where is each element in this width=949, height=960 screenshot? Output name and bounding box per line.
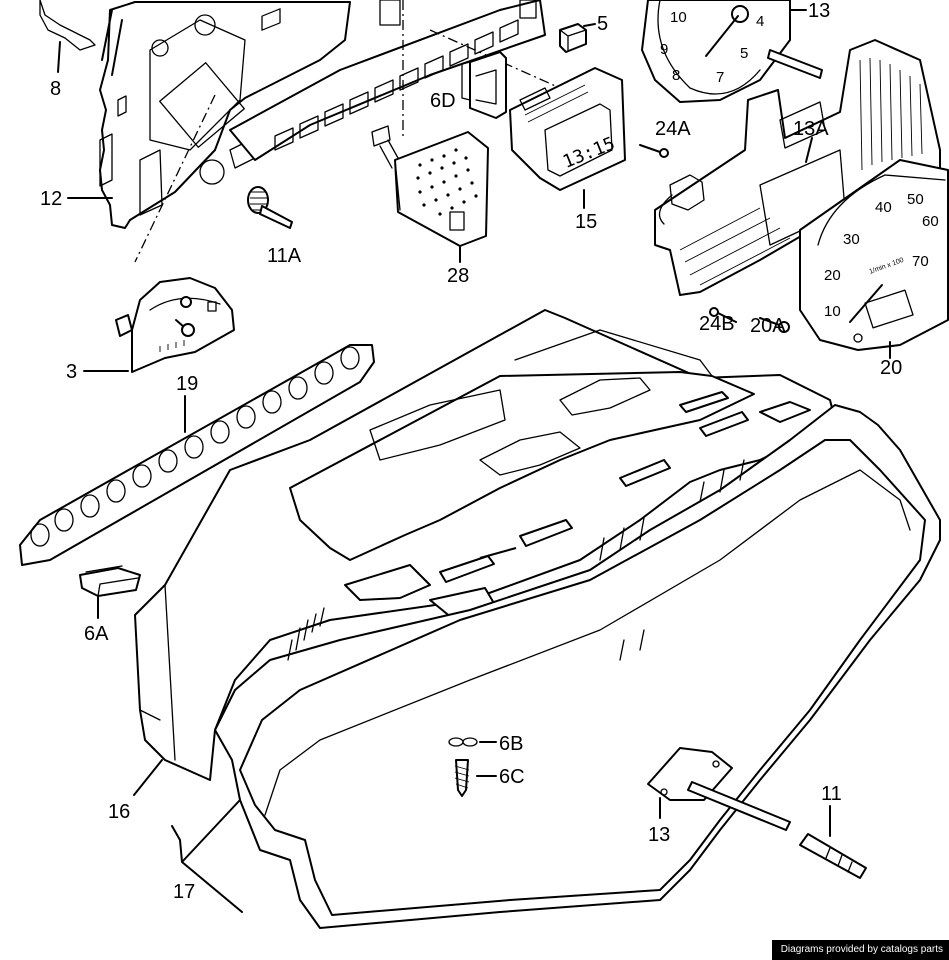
screw-24b: [709, 307, 737, 323]
leader-line: [171, 799, 243, 913]
tachometer-20: 40 50 60 30 20 10 70 1/min x 100: [799, 159, 949, 351]
label-24b: 24B: [699, 313, 735, 335]
label-20a: 20A: [750, 315, 786, 337]
leader-line: [57, 41, 61, 73]
warning-light-lens-19: [19, 344, 375, 566]
diagram-credit: Diagrams provided by catalogs parts: [771, 940, 949, 960]
label-8: 8: [50, 78, 61, 100]
tachometer-tick: 20: [824, 267, 841, 284]
gauge-15: 10 9 8 7 5 4: [641, 0, 823, 103]
printed-circuit-28: [371, 125, 489, 247]
gauge-15-tick: 4: [756, 13, 764, 30]
gauge-15-tick: 9: [660, 41, 668, 58]
clip-6a: [79, 565, 141, 597]
label-12: 12: [40, 188, 62, 210]
label-18: 17: [173, 881, 195, 903]
cluster-housing-17: [134, 309, 941, 929]
label-6d: 6D: [430, 90, 456, 112]
bracket-6d: [461, 51, 507, 119]
screw-20a: [759, 317, 790, 333]
label-16: 15: [575, 211, 597, 233]
leader-line: [583, 23, 596, 27]
label-6c: 6C: [499, 766, 525, 788]
assembly-reference-line: [134, 94, 216, 263]
label-19: 19: [176, 373, 198, 395]
label-17: 16: [108, 801, 130, 823]
screw-6c: [454, 759, 470, 797]
clock-16: 13:15: [509, 67, 626, 191]
label-6b: 6B: [499, 733, 523, 755]
fuel-gauge-3: [115, 277, 235, 373]
label-11a: 11A: [267, 245, 302, 267]
label-5: 5: [597, 13, 608, 35]
leader-line: [133, 759, 163, 796]
label-24a: 24A: [655, 118, 691, 140]
spring-nut-6b: [448, 737, 478, 747]
trip-reset-knob-11a: [247, 186, 293, 229]
label-3: 3: [66, 361, 77, 383]
connector-5: [559, 23, 587, 53]
label-6a: 6A: [84, 623, 109, 645]
tachometer-tick: 60: [922, 213, 939, 230]
label-11: 11: [821, 783, 842, 805]
cluster-rear-housing: [39, 0, 546, 229]
label-28: 28: [447, 265, 469, 287]
tachometer-tick: 50: [907, 191, 924, 208]
knob-cap-11: [799, 833, 867, 879]
screw-24a: [639, 144, 669, 158]
gauge-15-tick: 8: [672, 67, 680, 84]
tachometer-tick: 30: [843, 231, 860, 248]
leader-line: [805, 137, 813, 163]
gauge-15-tick: 7: [716, 69, 724, 86]
gauge-15-tick: 10: [670, 9, 687, 26]
label-13: 13: [648, 824, 670, 846]
label-15: 13: [808, 0, 830, 22]
tachometer-tick: 70: [912, 253, 929, 270]
label-20: 20: [880, 357, 902, 379]
gauge-15-tick: 5: [740, 45, 748, 62]
assembly-reference-line: [429, 29, 561, 89]
tachometer-tick: 40: [875, 199, 892, 216]
reset-shaft-13: [647, 747, 791, 831]
label-13a: 13A: [793, 118, 829, 140]
tachometer-tick: 10: [824, 303, 841, 320]
